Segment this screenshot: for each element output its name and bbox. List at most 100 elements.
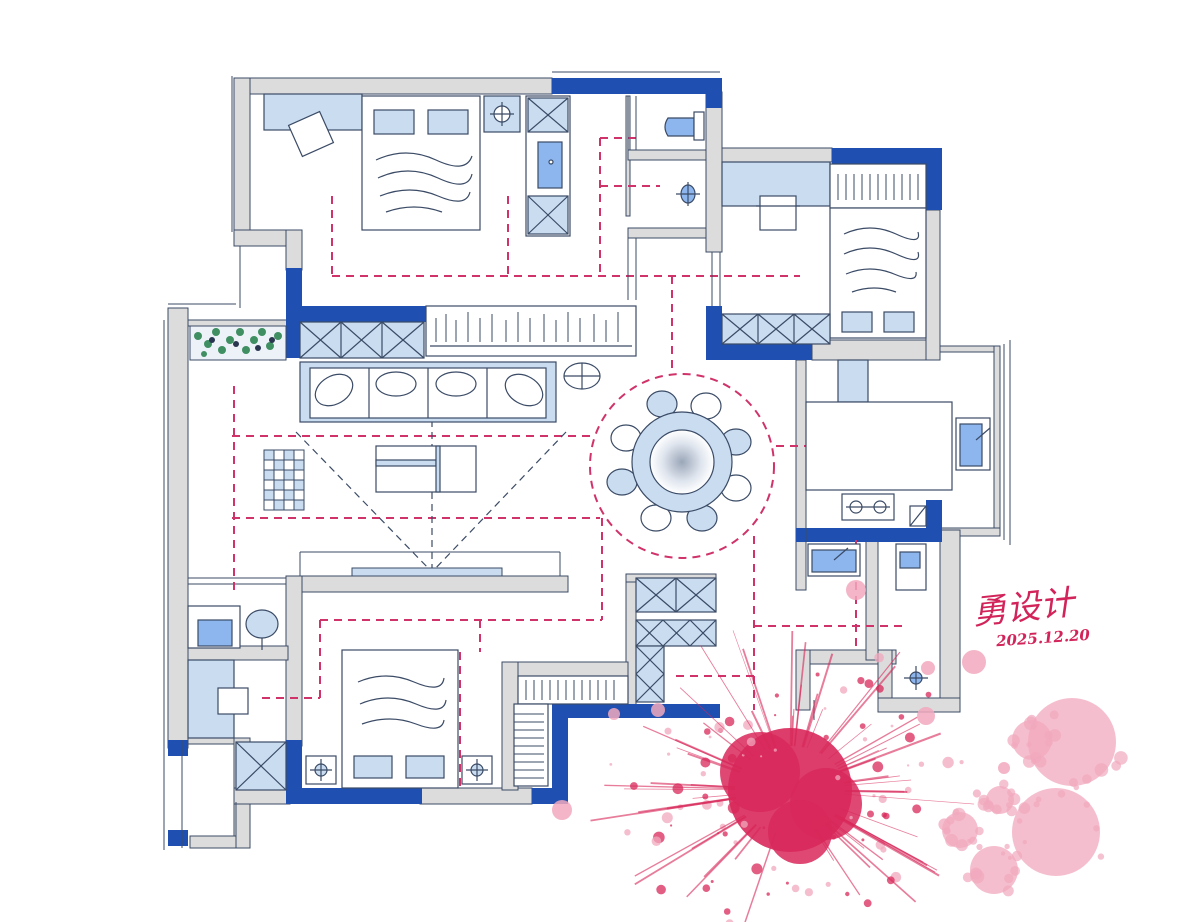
splash-drop [1012, 788, 1100, 876]
splash-drop [955, 839, 968, 852]
shower-icon [537, 141, 563, 189]
splash-ray [791, 708, 795, 747]
splash-drop [864, 679, 874, 688]
bed-icon [361, 95, 481, 231]
splash-drop [991, 804, 1002, 815]
splash-drop [970, 867, 982, 880]
splash-drop [976, 843, 983, 851]
closet-rail [513, 675, 629, 787]
splash-drop [760, 755, 763, 758]
splash-ray [828, 820, 865, 849]
wardrobe-crosses [527, 97, 569, 235]
splash-drop [809, 819, 821, 831]
lamp-icon [287, 110, 335, 158]
splash-drop [1093, 825, 1100, 832]
splash-drop [918, 761, 925, 767]
splash-ray [700, 645, 766, 751]
door-swing-icon [627, 96, 721, 306]
splash-ray [624, 788, 736, 790]
splash-ray [734, 826, 762, 860]
splash-drop [831, 834, 837, 840]
splash-drop [651, 836, 662, 846]
splash-drop [700, 771, 706, 777]
splash-drop [743, 720, 753, 730]
kitchen [805, 359, 991, 527]
splash-ray [703, 722, 751, 760]
floor-drain-icon [676, 182, 700, 206]
splash-drop [862, 737, 868, 742]
splash-drop [661, 812, 673, 824]
splash-drop [938, 818, 951, 831]
toilet-icon [895, 543, 927, 591]
splash-drop [925, 691, 932, 698]
coffee-table [375, 445, 477, 493]
nightstand-icon [461, 755, 493, 785]
splash-drop [714, 722, 725, 733]
cabinet-crosses [299, 321, 425, 359]
splash-ray [826, 822, 917, 903]
splash-ray [691, 815, 747, 850]
window-lines [163, 71, 1011, 850]
splash-ray [676, 747, 741, 772]
round-dining-table-icon [589, 373, 775, 559]
splash-drop [815, 672, 820, 677]
splash-drop [823, 707, 827, 710]
splash-drop [999, 779, 1009, 789]
splash-drop [720, 732, 800, 812]
splash-drop [746, 737, 756, 747]
splash-ray [634, 814, 746, 877]
splash-drop [710, 880, 714, 883]
splash-ray [674, 738, 743, 770]
splash-drop [1008, 793, 1021, 806]
splash-drop [839, 686, 848, 694]
splash-drop [846, 580, 866, 600]
splash-ray [687, 752, 741, 773]
splash-drop [1023, 716, 1038, 731]
splash-drop [1035, 796, 1042, 803]
splash-drop [1018, 802, 1031, 814]
splash-ray [829, 819, 884, 861]
master-bedroom [263, 93, 571, 237]
splash-drop [863, 899, 872, 908]
splash-drop [724, 716, 735, 727]
splash-drop [667, 752, 671, 756]
splash-drop [702, 793, 709, 800]
splash-drop [624, 829, 631, 836]
splash-drop [1004, 843, 1010, 850]
splash-drop [859, 723, 866, 729]
splash-ray [820, 665, 896, 755]
splash-drop [609, 763, 613, 766]
splash-drop [608, 708, 620, 720]
splash-drop [1097, 853, 1105, 860]
splash-drop [1083, 801, 1090, 808]
splash-ray [835, 814, 938, 871]
splash-ray [692, 794, 736, 799]
splash-drop [1114, 751, 1128, 765]
splash-ray [834, 814, 940, 877]
splash-ray [650, 782, 736, 789]
splash-drop [969, 836, 978, 845]
splash-drop [672, 783, 684, 795]
splash-drop [825, 881, 831, 887]
splash-ray [844, 775, 900, 784]
splash-drop [881, 812, 887, 818]
splash-ray [806, 709, 824, 749]
splash-ray [836, 723, 921, 767]
splash-ray [802, 653, 834, 748]
splash-drop [722, 831, 728, 837]
splash-ray [844, 789, 908, 794]
splash-drop [1082, 774, 1092, 784]
splash-drop [861, 838, 865, 842]
splash-drop [1028, 698, 1116, 786]
toilet-icon [664, 111, 705, 141]
bathroom-top [664, 111, 705, 206]
splash-drop [1010, 866, 1020, 876]
splash-ray [666, 797, 737, 810]
splash-ray [838, 747, 887, 770]
ink-splash-icon [552, 580, 1128, 922]
gray-walls [167, 77, 1001, 849]
tv-sightlines [295, 420, 567, 573]
floor-drain-icon [904, 666, 928, 690]
